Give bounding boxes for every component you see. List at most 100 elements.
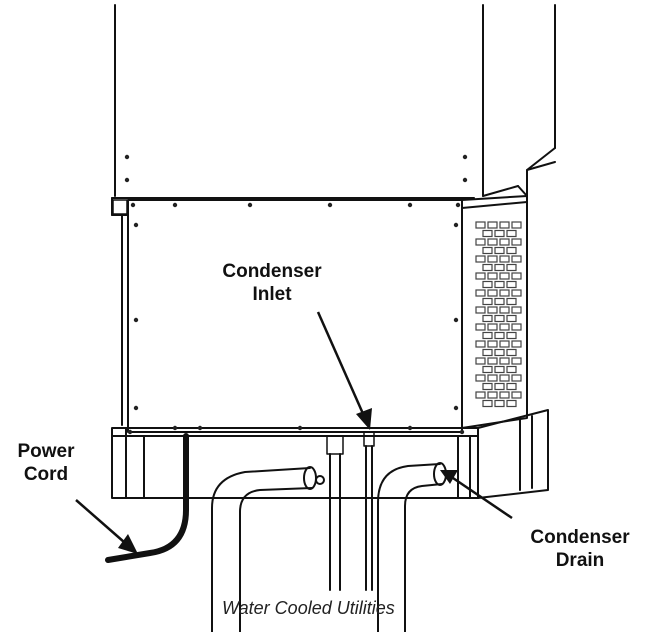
grille-cell <box>511 340 522 348</box>
upper-cabinet <box>114 4 556 197</box>
grille-cell <box>487 272 498 280</box>
grille-cell <box>482 280 493 289</box>
bolt <box>407 202 413 208</box>
grille-cell <box>506 365 517 374</box>
grille-cell <box>511 391 522 399</box>
grille-cell <box>499 289 510 297</box>
grille-cell <box>475 238 486 246</box>
grille-cell <box>499 391 510 399</box>
inlet-arrow-line <box>316 311 366 417</box>
grille-cell <box>494 348 505 357</box>
bolt <box>127 429 133 435</box>
grille-cell <box>487 289 498 297</box>
grille-cell <box>494 382 505 391</box>
bolt <box>462 154 468 160</box>
grille-cell <box>511 272 522 280</box>
grille-cell <box>482 246 493 255</box>
grille-cell <box>511 306 522 314</box>
bolt <box>124 177 130 183</box>
side-grille-panel <box>461 195 528 429</box>
bolt <box>453 405 459 411</box>
grille-cell <box>482 382 493 391</box>
bolt <box>455 202 461 208</box>
grille-cell <box>475 221 486 229</box>
grille-cell <box>506 263 517 272</box>
grille-cell <box>511 374 522 382</box>
condenser-drain-label-line-2: Drain <box>555 550 605 571</box>
grille-cell <box>475 391 486 399</box>
grille-cell <box>487 391 498 399</box>
grille-cell <box>494 314 505 323</box>
grille-cell <box>475 340 486 348</box>
condenser-drain-pipe <box>377 462 447 632</box>
grille-cell <box>506 382 517 391</box>
grille-cell <box>511 221 522 229</box>
drain-arrowhead <box>440 470 458 484</box>
bolt <box>133 405 139 411</box>
port-circle <box>315 475 325 485</box>
bolt <box>130 202 136 208</box>
condenser-drain-label-line-1: Condenser <box>530 527 630 548</box>
grille-cell <box>511 357 522 365</box>
grille-cell <box>499 340 510 348</box>
power-cord-arrowhead <box>118 534 138 554</box>
bolt <box>327 202 333 208</box>
grille-cell <box>499 357 510 365</box>
bolt <box>133 222 139 228</box>
panel-bolts <box>124 154 468 435</box>
grille-cell <box>487 306 498 314</box>
grille-cell <box>475 357 486 365</box>
grille-cell <box>506 348 517 357</box>
grille-cell <box>494 365 505 374</box>
grille-cell <box>511 289 522 297</box>
grille-cell <box>494 229 505 238</box>
vent-grille <box>475 221 522 408</box>
grille-cell <box>487 323 498 331</box>
grille-cell <box>494 246 505 255</box>
condenser-drain-label: Condenser Drain <box>518 526 642 572</box>
bolt <box>462 177 468 183</box>
bolt <box>172 425 178 431</box>
grille-cell <box>487 340 498 348</box>
grille-cell <box>499 306 510 314</box>
grille-cell <box>482 331 493 340</box>
bolt <box>124 154 130 160</box>
grille-cell <box>506 399 517 408</box>
inlet-arrowhead <box>356 408 372 430</box>
grille-cell <box>482 365 493 374</box>
power-cord-label-line-1: Power <box>17 441 75 462</box>
grille-cell <box>511 323 522 331</box>
grille-cell <box>494 280 505 289</box>
grille-cell <box>482 297 493 306</box>
grille-cell <box>494 263 505 272</box>
grille-cell <box>494 297 505 306</box>
condenser-inlet-label: Condenser Inlet <box>212 260 332 306</box>
grille-cell <box>499 238 510 246</box>
power-cord-label: Power Cord <box>6 440 86 486</box>
grille-cell <box>499 323 510 331</box>
grille-cell <box>506 331 517 340</box>
grille-cell <box>487 238 498 246</box>
grille-cell <box>487 255 498 263</box>
bolt <box>247 202 253 208</box>
bolt <box>407 425 413 431</box>
grille-cell <box>475 272 486 280</box>
bolt <box>172 202 178 208</box>
grille-cell <box>475 306 486 314</box>
grille-cell <box>475 323 486 331</box>
grille-cell <box>475 255 486 263</box>
front-panel <box>111 197 475 433</box>
bolt <box>297 425 303 431</box>
diagram-caption: Water Cooled Utilities <box>222 598 395 618</box>
bolt <box>459 429 465 435</box>
condenser-inlet-label-line-2: Inlet <box>252 284 292 305</box>
grille-cell <box>487 374 498 382</box>
grille-cell <box>506 314 517 323</box>
grille-cell <box>499 272 510 280</box>
grille-cell <box>506 246 517 255</box>
base-skirt <box>111 409 549 499</box>
grille-cell <box>475 374 486 382</box>
condenser-inlet-fitting <box>326 431 375 591</box>
grille-cell <box>487 221 498 229</box>
